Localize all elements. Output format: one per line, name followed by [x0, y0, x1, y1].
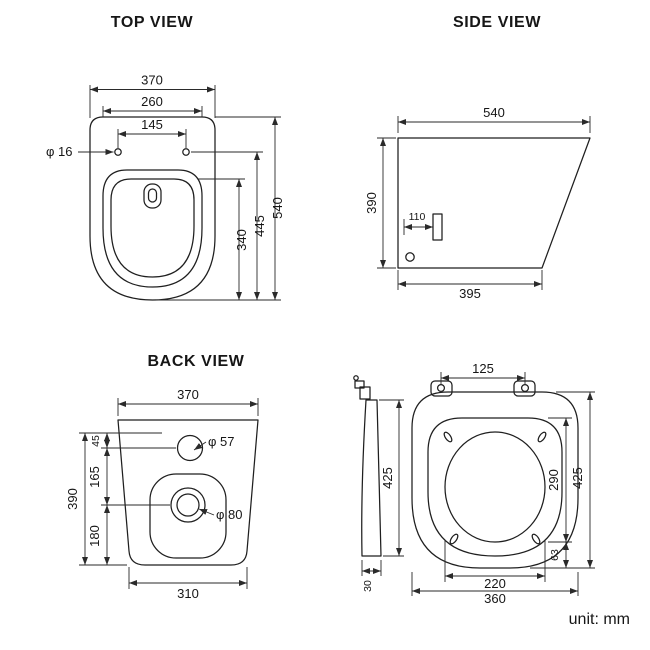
top-view-title: TOP VIEW: [111, 14, 194, 31]
wall-bracket: [432, 213, 443, 241]
hinge-tab-right: [513, 380, 536, 397]
dim-label-45: 45: [90, 435, 102, 447]
dim-label-425-right: 425: [570, 467, 585, 489]
inlet-hole-57: [176, 434, 204, 462]
dim-label-165: 165: [87, 466, 102, 488]
toilet-back-outline: [117, 419, 259, 566]
damper-body: [359, 386, 371, 400]
dim-label-390: 390: [65, 488, 80, 510]
flush-spud-outer: [143, 183, 162, 209]
dim-label-hole-57: φ 57: [208, 434, 235, 449]
extension-lines: [79, 398, 259, 589]
flush-spud-inner: [147, 188, 158, 203]
dim-label-540: 540: [270, 197, 285, 219]
toilet-top-outline: [89, 116, 216, 301]
damper-pin: [353, 375, 359, 381]
dim-label-370: 370: [177, 387, 199, 402]
outlet-leader-line: [198, 508, 215, 516]
dim-label-390: 390: [364, 192, 379, 214]
toilet-side-outline: [397, 137, 591, 269]
outlet-hole-80-inner: [176, 493, 200, 517]
extension-lines: [377, 116, 591, 290]
inlet-leader-line: [193, 441, 207, 451]
back-view-title: BACK VIEW: [148, 353, 245, 370]
seat-view: 30 425 125 425 290 63 220 360: [353, 361, 595, 606]
top-view: TOP VIEW 370 260 145 φ 16 340 445 540: [46, 14, 285, 301]
mounting-hole-left: [114, 148, 122, 156]
outlet-hole-80-outer: [170, 487, 206, 523]
seat-ring-outline: [427, 417, 563, 557]
bumper-bottom-left: [449, 533, 459, 545]
dim-label-hole-16: φ 16: [46, 144, 73, 159]
back-view: BACK VIEW 370 45 165 180 390 φ 57 φ 80 3…: [65, 353, 259, 601]
dim-label-260: 260: [141, 94, 163, 109]
dim-label-425-left: 425: [380, 467, 395, 489]
side-view-title: SIDE VIEW: [453, 14, 541, 31]
dim-label-360: 360: [484, 591, 506, 606]
dim-label-125: 125: [472, 361, 494, 376]
seat-opening: [444, 431, 546, 543]
dim-label-445: 445: [252, 215, 267, 237]
side-outlet-circle: [405, 252, 415, 262]
lid-top-outline: [411, 391, 579, 569]
dim-label-180: 180: [87, 525, 102, 547]
dim-label-220: 220: [484, 576, 506, 591]
dim-label-hole-80: φ 80: [216, 507, 243, 522]
hinge-bolt-left: [436, 383, 446, 393]
hinge-bolt-right: [520, 383, 530, 393]
dim-label-540: 540: [483, 105, 505, 120]
dim-label-30: 30: [362, 580, 374, 592]
dim-label-310: 310: [177, 586, 199, 601]
dim-label-370: 370: [141, 73, 163, 88]
dim-label-290: 290: [546, 469, 561, 491]
damper-head: [354, 380, 365, 389]
bowl-rim-outer: [102, 169, 203, 288]
dim-label-63: 63: [549, 549, 561, 561]
bumper-bottom-right: [531, 533, 541, 545]
side-view: SIDE VIEW 540 390 110 395: [364, 14, 591, 301]
bumper-top-left: [443, 431, 453, 443]
bumper-top-right: [537, 431, 547, 443]
dim-label-395: 395: [459, 286, 481, 301]
unit-label: unit: mm: [569, 611, 630, 628]
dim-label-340: 340: [234, 229, 249, 251]
dim-label-145: 145: [141, 117, 163, 132]
bowl-rim-inner: [110, 178, 195, 278]
mounting-hole-right: [182, 148, 190, 156]
dim-label-110: 110: [409, 211, 426, 223]
lid-side-profile: [361, 399, 382, 557]
trapway-cover: [149, 473, 227, 559]
